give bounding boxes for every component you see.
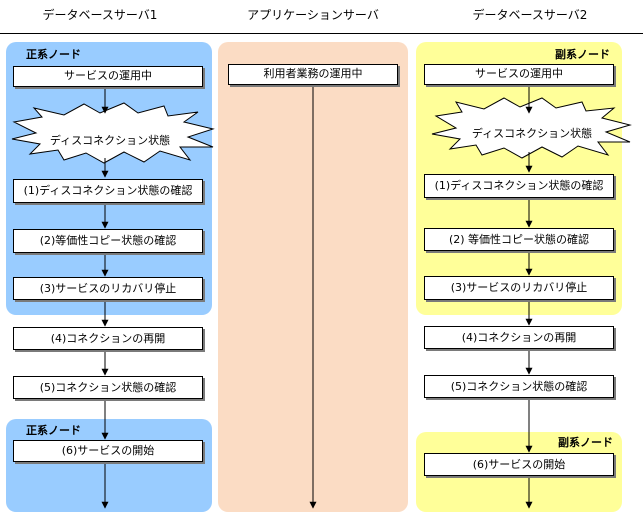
db1-step6-box: (6)サービスの開始	[13, 440, 203, 462]
db1-step1-box: (1)ディスコネクション状態の確認	[13, 179, 203, 203]
db1-disconnect-burst-label: ディスコネクション状態	[49, 134, 171, 147]
column-title-app: アプリケーションサーバ	[247, 8, 379, 22]
db2-step6-box: (6)サービスの開始	[424, 453, 614, 476]
db1-step2-box: (2)等価性コピー状態の確認	[13, 229, 203, 253]
db2-step1-box: (1)ディスコネクション状態の確認	[424, 174, 614, 198]
app-running-box: 利用者業務の運用中	[228, 64, 398, 85]
db2-step2-box: (2) 等価性コピー状態の確認	[424, 228, 614, 251]
db1-step3-box: (3)サービスのリカバリ停止	[13, 277, 203, 300]
primary-node-label-bottom: 正系ノード	[26, 424, 81, 437]
db1-step5-box: (5)コネクション状態の確認	[13, 376, 203, 399]
secondary-node-label-top: 副系ノード	[555, 48, 610, 61]
db2-step4-box: (4)コネクションの再開	[424, 326, 614, 349]
db1-step4-box: (4)コネクションの再開	[13, 327, 203, 350]
db2-service-running-box: サービスの運用中	[424, 64, 614, 85]
column-title-db1: データベースサーバ1	[42, 8, 158, 22]
disconnect-burst-shape-db1	[11, 102, 215, 164]
secondary-node-label-bottom: 副系ノード	[558, 436, 613, 449]
db2-step5-box: (5)コネクション状態の確認	[424, 375, 614, 398]
primary-node-region-bottom	[6, 419, 212, 512]
db1-service-running-box: サービスの運用中	[13, 66, 203, 87]
db2-disconnect-burst-label: ディスコネクション状態	[471, 127, 593, 140]
db2-step3-box: (3)サービスのリカバリ停止	[424, 276, 614, 300]
header-divider	[0, 33, 643, 34]
primary-node-region-top	[6, 42, 212, 315]
column-title-db2: データベースサーバ2	[472, 8, 588, 22]
primary-node-label-top: 正系ノード	[26, 48, 81, 61]
disconnect-burst-shape-db2	[431, 97, 632, 159]
